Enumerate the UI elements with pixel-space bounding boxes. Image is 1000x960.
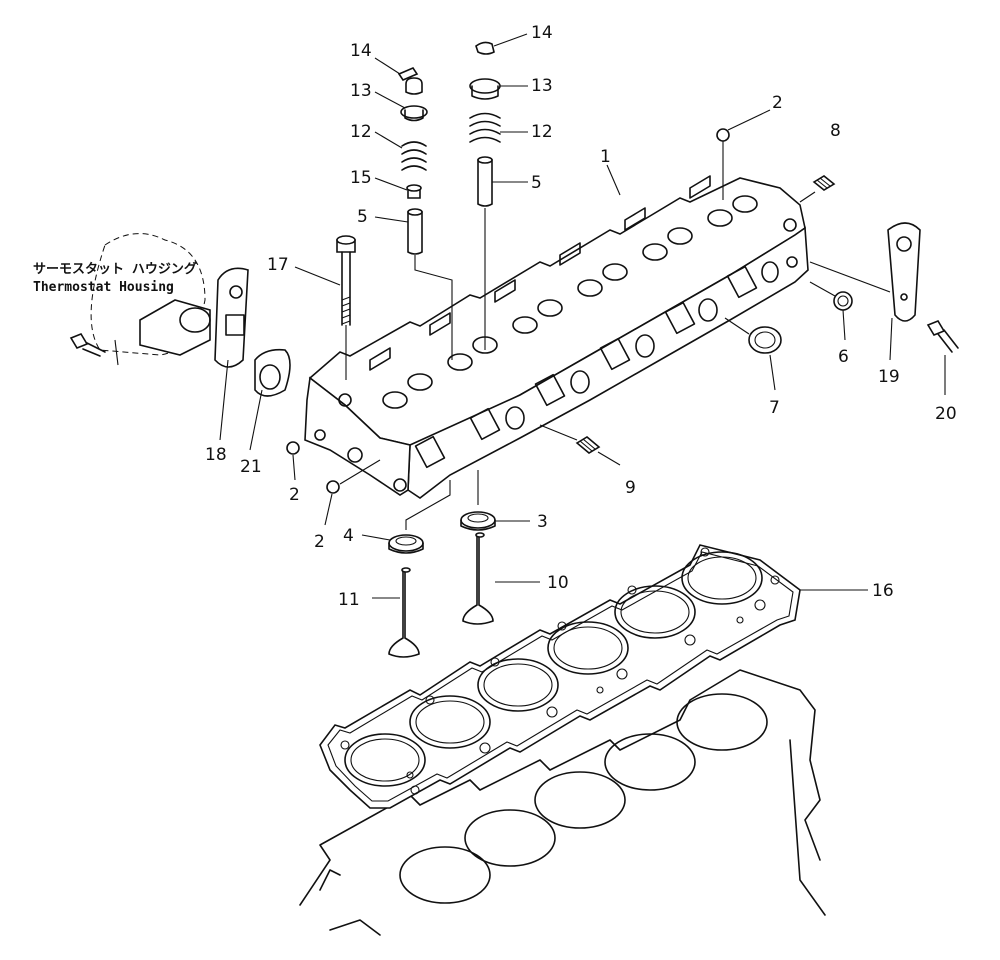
label-8: 8 — [830, 121, 841, 141]
label-13-right: 13 — [531, 76, 553, 96]
label-4: 4 — [343, 526, 354, 546]
label-18: 18 — [205, 445, 227, 465]
label-5-right: 5 — [531, 173, 542, 193]
thermostat-label: サーモスタット ハウジング Thermostat Housing — [33, 261, 197, 295]
valve-stack-left — [397, 67, 428, 255]
label-21: 21 — [240, 457, 262, 477]
thermostat-housing-group — [69, 233, 291, 397]
part-number-labels: 14 13 12 15 5 14 13 12 5 2 1 8 17 6 7 19… — [205, 23, 957, 610]
label-19: 19 — [878, 367, 900, 387]
leader-lines — [219, 33, 946, 599]
valves — [388, 532, 494, 658]
head-gasket — [319, 544, 801, 809]
expansion-plugs — [724, 281, 853, 354]
label-7: 7 — [769, 398, 780, 418]
label-2-left: 2 — [289, 485, 300, 505]
valve-stack-right — [469, 41, 501, 207]
label-15: 15 — [350, 168, 372, 188]
thermostat-label-en: Thermostat Housing — [33, 280, 174, 295]
valve-seats — [388, 470, 496, 554]
label-9: 9 — [625, 478, 636, 498]
label-14-left: 14 — [350, 41, 372, 61]
label-20: 20 — [935, 404, 957, 424]
threaded-plugs — [539, 175, 836, 454]
head-bolt — [336, 235, 356, 380]
label-17: 17 — [267, 255, 289, 275]
lift-bracket — [809, 222, 959, 353]
thermostat-label-jp: サーモスタット ハウジング — [33, 261, 197, 277]
label-16: 16 — [872, 581, 894, 601]
plugs — [286, 128, 730, 494]
label-10: 10 — [547, 573, 569, 593]
label-14-right: 14 — [531, 23, 553, 43]
label-3: 3 — [537, 512, 548, 532]
label-13-left: 13 — [350, 81, 372, 101]
cylinder-head — [304, 175, 809, 499]
label-12-left: 12 — [350, 122, 372, 142]
label-2-top: 2 — [772, 93, 783, 113]
label-1: 1 — [600, 147, 611, 167]
label-12-right: 12 — [531, 122, 553, 142]
label-11: 11 — [338, 590, 360, 610]
label-2-bottom: 2 — [314, 532, 325, 552]
label-6: 6 — [838, 347, 849, 367]
label-5-left: 5 — [357, 207, 368, 227]
